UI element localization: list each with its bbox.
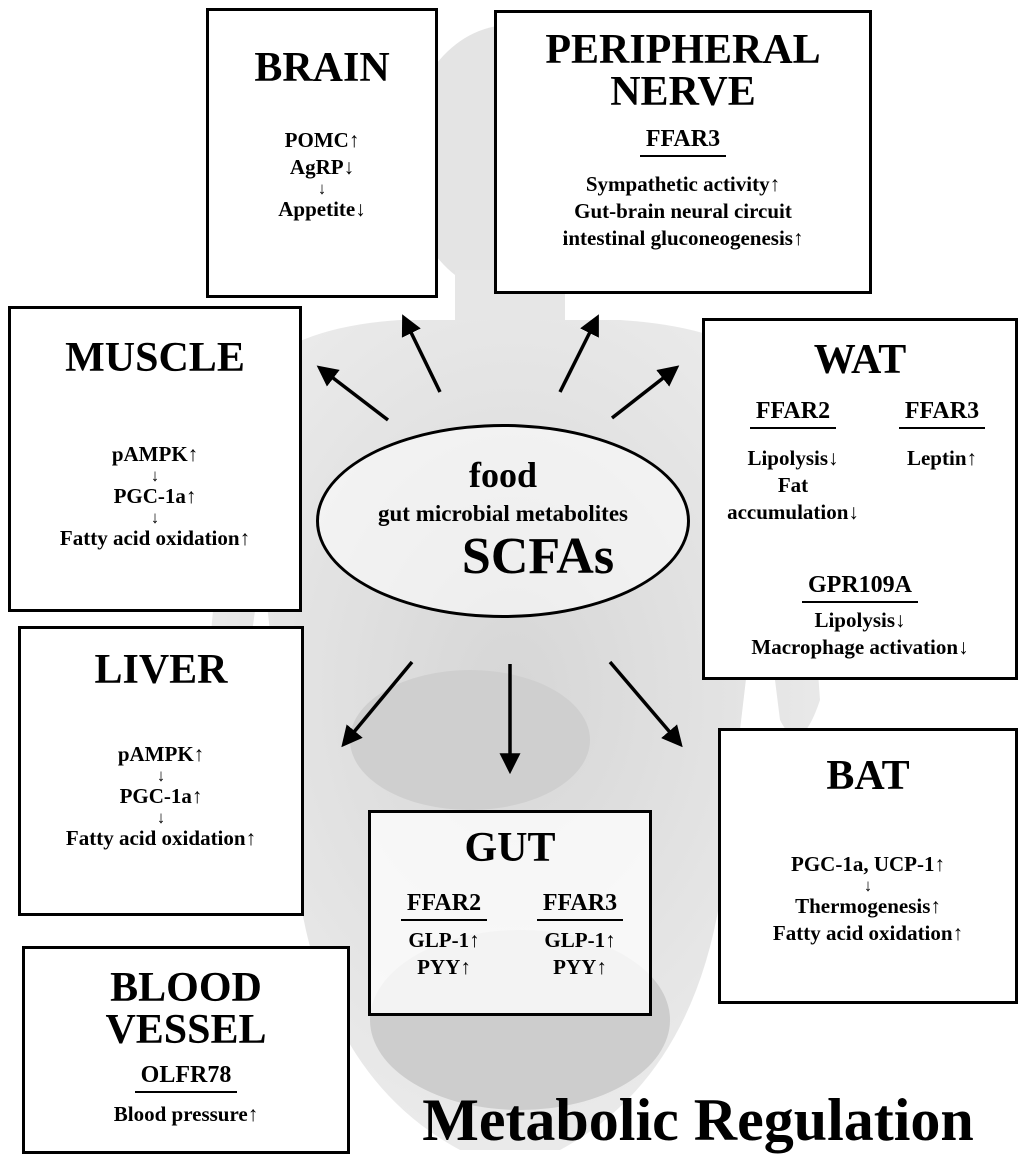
brain-line-2: AgRP↓ [289,155,355,179]
nerve-title-line2: NERVE [610,69,756,115]
arrow-to-muscle [316,365,390,422]
muscle-line-2: PGC-1a↑ [113,484,197,508]
liver-title: LIVER [94,647,228,693]
bat-box: BAT PGC-1a, UCP-1↑ ↓ Thermogenesis↑ Fatt… [718,728,1018,1004]
wat-ffar3-column: FFAR3 Leptin↑ [875,397,1009,472]
vessel-title-line1: BLOOD [110,965,262,1011]
scfa-center-ellipse: food gut microbial metabolites SCFAs [316,424,690,618]
wat-title: WAT [813,337,907,383]
arrow-to-nerve [558,314,599,393]
gut-ffar3-column: FFAR3 GLP-1↑ PYY↑ [513,889,647,981]
wat-gpr109a-line-2: Macrophage activation↓ [751,635,969,659]
liver-line-2: PGC-1a↑ [119,784,203,808]
brain-title: BRAIN [254,45,390,91]
wat-ffar2-line-1: Lipolysis↓ [747,446,839,470]
wat-ffar2-line-2: Fat [777,473,809,497]
gut-ffar3-receptor: FFAR3 [536,889,624,921]
nerve-title-line1: PERIPHERAL [545,27,821,73]
down-arrow-icon: ↓ [150,508,160,527]
wat-ffar3-receptor: FFAR3 [898,397,986,429]
gut-ffar2-column: FFAR2 GLP-1↑ PYY↑ [377,889,511,981]
wat-box: WAT FFAR2 Lipolysis↓ Fat accumulation↓ F… [702,318,1018,680]
down-arrow-icon: ↓ [863,876,873,895]
brain-line-3: Appetite↓ [278,197,366,221]
peripheral-nerve-box: PERIPHERAL NERVE FFAR3 Sympathetic activ… [494,10,872,294]
liver-line-3: Fatty acid oxidation↑ [65,826,257,850]
down-arrow-icon: ↓ [317,179,327,198]
stomach-shape [350,670,590,810]
arrow-to-brain [401,314,442,393]
wat-ffar3-line-1: Leptin↑ [906,446,977,470]
nerve-line-2: Gut-brain neural circuit [574,199,792,223]
wat-gpr109a-receptor: GPR109A [802,571,918,603]
nerve-receptor: FFAR3 [639,125,727,157]
muscle-box: MUSCLE pAMPK↑ ↓ PGC-1a↑ ↓ Fatty acid oxi… [8,306,302,612]
vessel-line-1: Blood pressure↑ [113,1102,259,1126]
wat-gpr109a-line-1: Lipolysis↓ [814,608,906,632]
down-arrow-icon: ↓ [156,766,166,785]
arrow-to-bat [608,660,683,748]
blood-vessel-box: BLOOD VESSEL OLFR78 Blood pressure↑ [22,946,350,1154]
down-arrow-icon: ↓ [156,808,166,827]
muscle-line-3: Fatty acid oxidation↑ [59,526,251,550]
down-arrow-icon: ↓ [150,466,160,485]
bat-line-2: Thermogenesis↑ [795,894,941,918]
center-food: food [468,455,537,495]
muscle-title: MUSCLE [65,335,245,381]
wat-ffar2-column: FFAR2 Lipolysis↓ Fat accumulation↓ [713,397,873,526]
gut-ffar3-line-1: GLP-1↑ [544,928,616,952]
bat-title: BAT [826,753,910,799]
liver-box: LIVER pAMPK↑ ↓ PGC-1a↑ ↓ Fatty acid oxid… [18,626,304,916]
gut-box: GUT FFAR2 GLP-1↑ PYY↑ FFAR3 GLP-1↑ PYY↑ [368,810,652,1016]
vessel-title-line2: VESSEL [105,1007,267,1053]
bat-line-1: PGC-1a, UCP-1↑ [791,852,945,876]
arrow-to-liver [341,660,414,748]
wat-ffar2-receptor: FFAR2 [749,397,837,429]
gut-title: GUT [464,825,556,871]
brain-line-1: POMC↑ [284,128,360,152]
liver-line-1: pAMPK↑ [117,742,205,766]
brain-box: BRAIN POMC↑ AgRP↓ ↓ Appetite↓ [206,8,438,298]
wat-gpr109a-column: GPR109A Lipolysis↓ Macrophage activation… [705,571,1015,661]
gut-ffar2-receptor: FFAR2 [400,889,488,921]
nerve-line-1: Sympathetic activity↑ [585,172,781,196]
main-title: Metabolic Regulation [422,1087,974,1153]
bat-line-3: Fatty acid oxidation↑ [772,921,964,945]
gut-ffar2-line-2: PYY↑ [417,955,471,979]
vessel-receptor: OLFR78 [134,1061,238,1093]
center-metabolites: gut microbial metabolites [378,501,628,526]
wat-ffar2-line-3: accumulation↓ [727,500,859,524]
center-scfas: SCFAs [461,528,615,585]
gut-ffar3-line-2: PYY↑ [553,955,607,979]
nerve-line-3: intestinal gluconeogenesis↑ [562,226,804,250]
gut-ffar2-line-1: GLP-1↑ [408,928,480,952]
arrow-to-wat [610,365,680,420]
muscle-line-1: pAMPK↑ [111,442,199,466]
